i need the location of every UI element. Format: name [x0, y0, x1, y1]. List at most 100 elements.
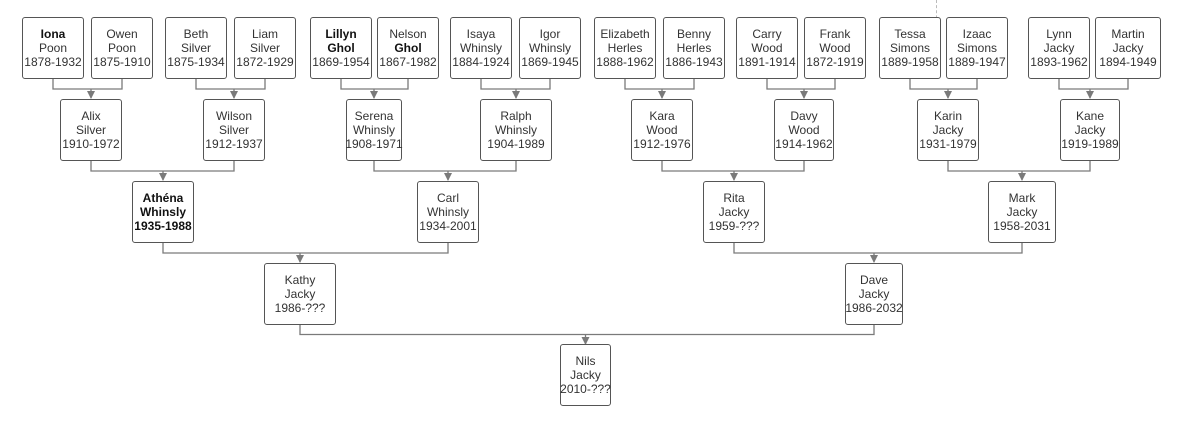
first-name: Igor — [539, 27, 561, 41]
last-name: Whinsly — [352, 123, 395, 137]
last-name: Jacky — [932, 123, 964, 137]
first-name: Carry — [752, 27, 782, 41]
first-name: Owen — [106, 27, 138, 41]
first-name: Martin — [1111, 27, 1145, 41]
life-years: 1912-1976 — [633, 137, 691, 151]
life-years: 1872-1919 — [806, 55, 864, 69]
last-name: Ghol — [327, 41, 355, 55]
person-alix-silver[interactable]: Alix Silver 1910-1972 — [60, 99, 122, 161]
last-name: Poon — [107, 41, 137, 55]
parent-link-rita — [661, 161, 805, 172]
first-name: Serena — [354, 109, 394, 123]
person-ralph-whinsly[interactable]: Ralph Whinsly 1904-1989 — [480, 99, 552, 161]
last-name: Herles — [676, 41, 712, 55]
first-name: Lillyn — [325, 27, 357, 41]
parent-link-kane — [1058, 79, 1129, 90]
last-name: Simons — [889, 41, 930, 55]
person-elizabeth-herles[interactable]: Elizabeth Herles 1888-1962 — [594, 17, 656, 79]
life-years: 1919-1989 — [1061, 137, 1119, 151]
last-name: Whinsly — [426, 205, 469, 219]
parent-link-nils — [299, 325, 875, 336]
parent-link-dave — [733, 243, 1023, 254]
person-isaya-whinsly[interactable]: Isaya Whinsly 1884-1924 — [450, 17, 512, 79]
last-name: Jacky — [1006, 205, 1038, 219]
first-name: Ralph — [500, 109, 532, 123]
life-years: 1867-1982 — [379, 55, 437, 69]
life-years: 1878-1932 — [24, 55, 82, 69]
person-igor-whinsly[interactable]: Igor Whinsly 1869-1945 — [519, 17, 581, 79]
life-years: 1910-1972 — [62, 137, 120, 151]
first-name: Nelson — [389, 27, 427, 41]
person-rita-jacky[interactable]: Rita Jacky 1959-??? — [703, 181, 765, 243]
last-name: Wood — [788, 123, 820, 137]
parent-link-mark — [947, 161, 1091, 172]
life-years: 1958-2031 — [993, 219, 1051, 233]
life-years: 1904-1989 — [487, 137, 545, 151]
life-years: 1888-1962 — [596, 55, 654, 69]
life-years: 2010-??? — [560, 382, 611, 396]
life-years: 1914-1962 — [775, 137, 833, 151]
person-lillyn-ghol[interactable]: Lillyn Ghol 1869-1954 — [310, 17, 372, 79]
first-name: Kane — [1075, 109, 1105, 123]
first-name: Frank — [819, 27, 851, 41]
person-carl-whinsly[interactable]: Carl Whinsly 1934-2001 — [417, 181, 479, 243]
person-carry-wood[interactable]: Carry Wood 1891-1914 — [736, 17, 798, 79]
last-name: Whinsly — [494, 123, 537, 137]
first-name: Lynn — [1046, 27, 1072, 41]
first-name: Beth — [183, 27, 209, 41]
person-nils-jacky[interactable]: Nils Jacky 2010-??? — [560, 344, 611, 406]
person-tessa-simons[interactable]: Tessa Simons 1889-1958 — [879, 17, 941, 79]
person-wilson-silver[interactable]: Wilson Silver 1912-1937 — [203, 99, 265, 161]
person-owen-poon[interactable]: Owen Poon 1875-1910 — [91, 17, 153, 79]
life-years: 1959-??? — [708, 219, 760, 233]
person-kane-jacky[interactable]: Kane Jacky 1919-1989 — [1060, 99, 1120, 161]
first-name: Kara — [649, 109, 675, 123]
person-beth-silver[interactable]: Beth Silver 1875-1934 — [165, 17, 227, 79]
life-years: 1931-1979 — [919, 137, 977, 151]
person-karin-jacky[interactable]: Karin Jacky 1931-1979 — [917, 99, 979, 161]
last-name: Jacky — [1074, 123, 1106, 137]
first-name: Wilson — [215, 109, 252, 123]
life-years: 1935-1988 — [134, 219, 192, 233]
parent-link-serena — [340, 79, 409, 90]
person-liam-silver[interactable]: Liam Silver 1872-1929 — [234, 17, 296, 79]
person-athena-whinsly[interactable]: Athéna Whinsly 1935-1988 — [132, 181, 194, 243]
person-frank-wood[interactable]: Frank Wood 1872-1919 — [804, 17, 866, 79]
person-iona-poon[interactable]: Iona Poon 1878-1932 — [22, 17, 84, 79]
parent-link-ralph — [480, 79, 551, 90]
last-name: Jacky — [284, 287, 316, 301]
life-years: 1875-1910 — [93, 55, 151, 69]
person-martin-jacky[interactable]: Martin Jacky 1894-1949 — [1095, 17, 1161, 79]
life-years: 1875-1934 — [167, 55, 225, 69]
person-dave-jacky[interactable]: Dave Jacky 1986-2032 — [845, 263, 903, 325]
first-name: Nils — [575, 354, 596, 368]
first-name: Liam — [251, 27, 278, 41]
person-benny-herles[interactable]: Benny Herles 1886-1943 — [663, 17, 725, 79]
first-name: Elizabeth — [600, 27, 650, 41]
life-years: 1986-2032 — [845, 301, 903, 315]
parent-link-wilson — [195, 79, 266, 90]
last-name: Wood — [819, 41, 851, 55]
parent-link-kara — [624, 79, 695, 90]
first-name: Benny — [676, 27, 712, 41]
last-name: Whinsly — [459, 41, 502, 55]
person-izaac-simons[interactable]: Izaac Simons 1889-1947 — [946, 17, 1008, 79]
first-name: Rita — [723, 191, 745, 205]
first-name: Athéna — [142, 191, 184, 205]
person-kara-wood[interactable]: Kara Wood 1912-1976 — [631, 99, 693, 161]
life-years: 1869-1945 — [521, 55, 579, 69]
person-serena-whinsly[interactable]: Serena Whinsly 1908-1971 — [345, 99, 403, 161]
person-davy-wood[interactable]: Davy Wood 1914-1962 — [774, 99, 834, 161]
last-name: Wood — [646, 123, 678, 137]
first-name: Alix — [81, 109, 101, 123]
life-years: 1893-1962 — [1030, 55, 1088, 69]
last-name: Jacky — [1112, 41, 1144, 55]
first-name: Kathy — [284, 273, 316, 287]
person-lynn-jacky[interactable]: Lynn Jacky 1893-1962 — [1028, 17, 1090, 79]
last-name: Silver — [180, 41, 211, 55]
person-mark-jacky[interactable]: Mark Jacky 1958-2031 — [988, 181, 1056, 243]
person-nelson-ghol[interactable]: Nelson Ghol 1867-1982 — [377, 17, 439, 79]
person-kathy-jacky[interactable]: Kathy Jacky 1986-??? — [264, 263, 336, 325]
last-name: Jacky — [858, 287, 890, 301]
